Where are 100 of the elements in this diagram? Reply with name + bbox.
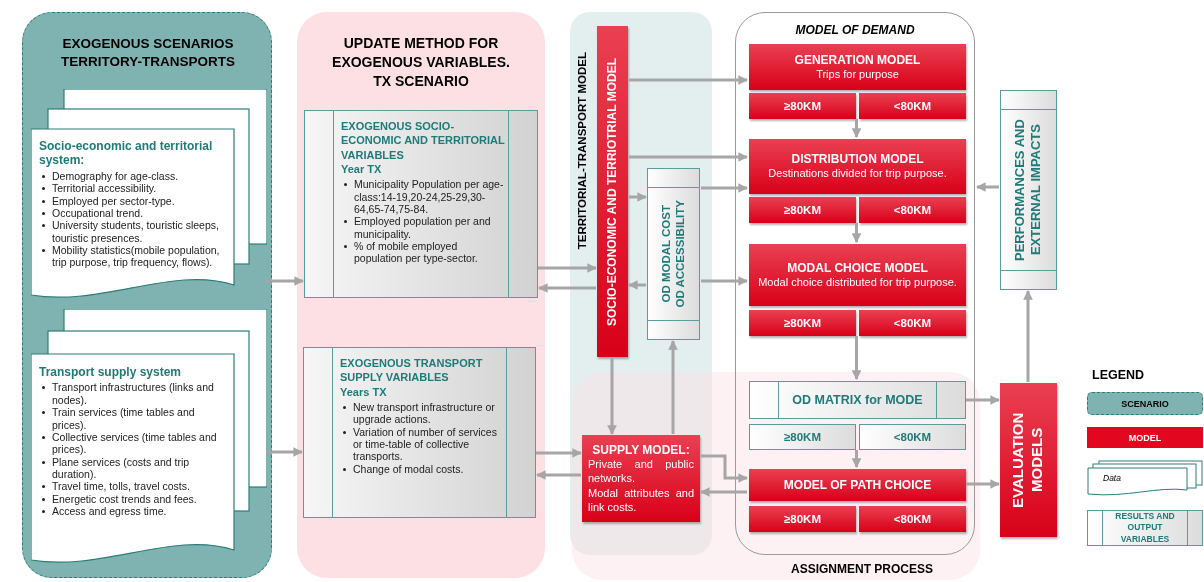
arrow: [966, 395, 1000, 405]
variables-box: [304, 110, 538, 298]
legend-title: LEGEND: [1092, 368, 1145, 382]
arrow: [851, 450, 862, 468]
model-box: [749, 44, 966, 90]
bullet-item: Employed population per and municipality.: [341, 215, 505, 241]
model-bar: [597, 26, 628, 357]
arrow: [701, 454, 748, 483]
bullet-item: Municipality Population per age-class:14-19,20-24,25-29,30-64,65-74,75-84.: [341, 178, 505, 216]
arrow: [668, 340, 678, 434]
distance-class-box: [749, 506, 856, 532]
distance-label: ≥80KM: [784, 513, 821, 525]
model-description: Modal attributes and link costs.: [588, 485, 694, 515]
model-title: MODEL OF PATH CHOICE: [783, 478, 932, 492]
arrow: [851, 223, 862, 243]
bullet-item: % of mobile employed population per type-sector.: [341, 240, 505, 265]
arrow: [538, 263, 597, 273]
bullet-item: Variation of number of services or time-table of collective transports.: [340, 425, 503, 463]
model-description: Modal choice distributed for trip purpose.: [758, 274, 957, 290]
model-title: SOCIO-ECONOMIC AND TERRIOTRIAL MODEL: [605, 57, 620, 326]
legend-label: Data: [1103, 473, 1121, 483]
distance-label: ≥80KM: [784, 204, 821, 216]
list-heading: Transport supply system: [39, 365, 183, 380]
model-description: Destinations divided for trip purpose.: [768, 166, 947, 181]
arrow: [629, 75, 748, 85]
results-box: [1000, 90, 1057, 290]
bullet-item: Energetic cost trends and fees.: [39, 492, 229, 506]
box-label: OD MATRIX for MODE: [792, 393, 923, 407]
box-label: PERFORMANCES AND EXTERNAL IMPACTS: [1012, 118, 1045, 263]
bullet-item: Employed per sector-type.: [39, 194, 227, 207]
method-panel: [297, 12, 545, 578]
model-title: SUPPLY MODEL:: [591, 442, 691, 457]
distance-label: ≥80KM: [784, 317, 821, 329]
model-description: Private and public networks.: [588, 456, 694, 486]
box-label: OD MODAL COST: [659, 204, 674, 305]
results-box: [647, 168, 700, 340]
distance-class-box: [859, 197, 966, 223]
bullet-item: Plane services (costs and trip duration).: [39, 455, 229, 481]
legend-label: SCENARIO: [1121, 398, 1169, 409]
box-label: ≥80KM: [784, 431, 821, 443]
bullet-item: Access and egress time.: [39, 505, 229, 518]
band-label: ASSIGNMENT PROCESS: [790, 562, 934, 576]
results-box: [749, 381, 966, 419]
distance-class-box: [749, 310, 856, 336]
variables-box: [303, 347, 536, 518]
model-box: [582, 435, 700, 522]
arrow: [851, 336, 862, 380]
arrow: [536, 470, 581, 480]
group-frame: [735, 12, 975, 555]
bullet-item: Transport infrastructures (links and nodes).: [39, 381, 229, 407]
arrow: [701, 183, 748, 193]
model-panel: [570, 12, 712, 555]
box-label: OD ACCESSIBILITY: [673, 200, 688, 308]
results-box: [859, 424, 966, 450]
bullet-item: Change of modal costs.: [340, 462, 503, 476]
legend-label: RESULTS AND OUTPUT VARIABLES: [1114, 511, 1176, 545]
legend-label: MODEL: [1128, 432, 1162, 443]
model-title: EVALUATION MODELS: [1008, 411, 1046, 510]
distance-class-box: [859, 93, 966, 119]
distance-class-box: [859, 310, 966, 336]
distance-label: <80KM: [893, 513, 932, 525]
arrow: [851, 119, 862, 138]
scenario-panel: [22, 12, 272, 578]
model-title: DISTRIBUTION MODEL: [791, 152, 924, 167]
bullet-item: Travel time, tolls, travel costs.: [39, 480, 229, 493]
distance-class-box: [749, 197, 856, 223]
bullet-item: Collective services (time tables and prices).: [39, 430, 229, 456]
bullet-item: Occupational trend.: [39, 206, 227, 220]
bullet-item: Train services (time tables and prices).: [39, 406, 229, 431]
panel-title: TERRITORIAL-TRANSPORT MODEL: [576, 52, 588, 250]
model-box: [749, 469, 966, 501]
arrow: [629, 152, 748, 162]
bullet-item: Mobility statistics(mobile population, trip purpose, trip frequency, flows).: [39, 244, 227, 269]
list-heading: Socio-economic and territorial system:: [39, 139, 214, 168]
arrow: [266, 276, 304, 286]
box-heading: EXOGENOUS SOCIO-ECONOMIC AND TERRITORIAL VARIABLES: [341, 119, 505, 162]
arrow: [628, 280, 646, 290]
distance-label: <80KM: [893, 204, 932, 216]
distance-label: <80KM: [893, 100, 932, 112]
distance-label: ≥80KM: [784, 100, 821, 112]
distance-class-box: [749, 93, 856, 119]
model-bar: [1000, 383, 1057, 537]
model-description: Trips for purpose: [816, 66, 899, 82]
arrow: [966, 479, 1000, 489]
box-label: <80KM: [893, 431, 932, 443]
panel-title: EXOGENOUS SCENARIOS TERRITORY-TRANSPORTS: [60, 35, 236, 72]
arrow: [1023, 290, 1033, 382]
bullet-item: University students, touristic sleeps, touristic presences.: [39, 219, 227, 245]
year-label: Years TX: [340, 384, 388, 399]
results-box: [749, 424, 856, 450]
model-box: [749, 244, 966, 306]
model-title: MODAL CHOICE MODEL: [787, 260, 928, 275]
arrow: [976, 182, 999, 192]
arrow: [538, 283, 596, 293]
arrow: [266, 447, 303, 457]
distance-label: <80KM: [893, 317, 932, 329]
arrow: [536, 448, 582, 458]
arrow: [701, 276, 748, 286]
model-title: GENERATION MODEL: [794, 52, 921, 67]
arrow: [607, 358, 617, 435]
